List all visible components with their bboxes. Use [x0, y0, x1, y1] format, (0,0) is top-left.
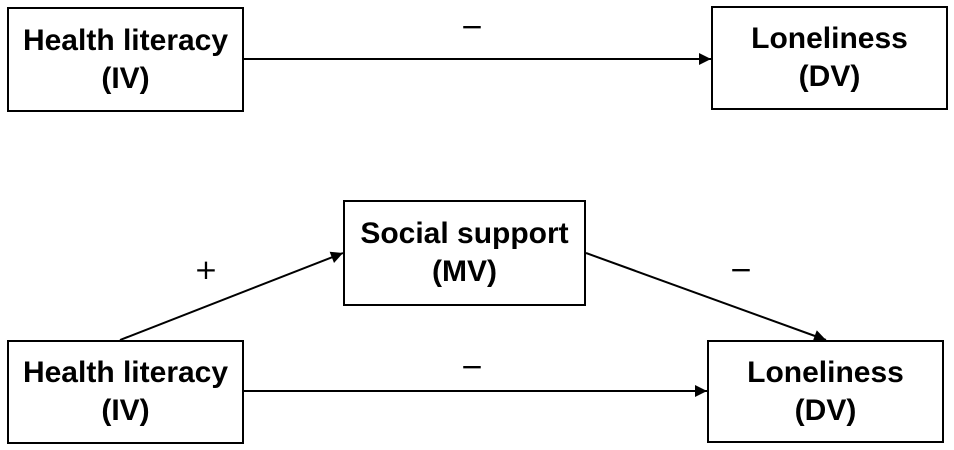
- bottom-iv-to-dv-sign: −: [460, 350, 484, 383]
- bottom-mv-to-dv-sign: −: [729, 253, 753, 286]
- bottom-dv-role: (DV): [794, 393, 857, 427]
- bottom-dv-name: Loneliness: [747, 355, 904, 389]
- bottom-iv-to-mv-arrow: [119, 251, 344, 341]
- bottom-iv-role: (IV): [101, 394, 150, 427]
- bottom-mv-to-dv-arrow: [585, 252, 827, 342]
- top-dv-box: Loneliness (DV): [711, 6, 948, 110]
- top-iv-name: Health literacy: [22, 23, 229, 57]
- bottom-iv-to-mv-sign: +: [194, 253, 218, 286]
- bottom-mv-role: (MV): [432, 255, 497, 288]
- top-dv-role: (DV): [798, 60, 861, 93]
- top-iv-to-dv-sign: −: [460, 10, 484, 43]
- top-iv-role: (IV): [101, 61, 150, 95]
- top-dv-name: Loneliness: [751, 22, 908, 55]
- bottom-mv-name: Social support: [360, 217, 569, 250]
- bottom-mv-box: Social support (MV): [343, 200, 586, 306]
- top-iv-box: Health literacy (IV): [7, 7, 244, 112]
- bottom-dv-box: Loneliness (DV): [707, 340, 944, 443]
- bottom-iv-box: Health literacy (IV): [7, 340, 244, 444]
- bottom-iv-name: Health literacy: [22, 356, 229, 389]
